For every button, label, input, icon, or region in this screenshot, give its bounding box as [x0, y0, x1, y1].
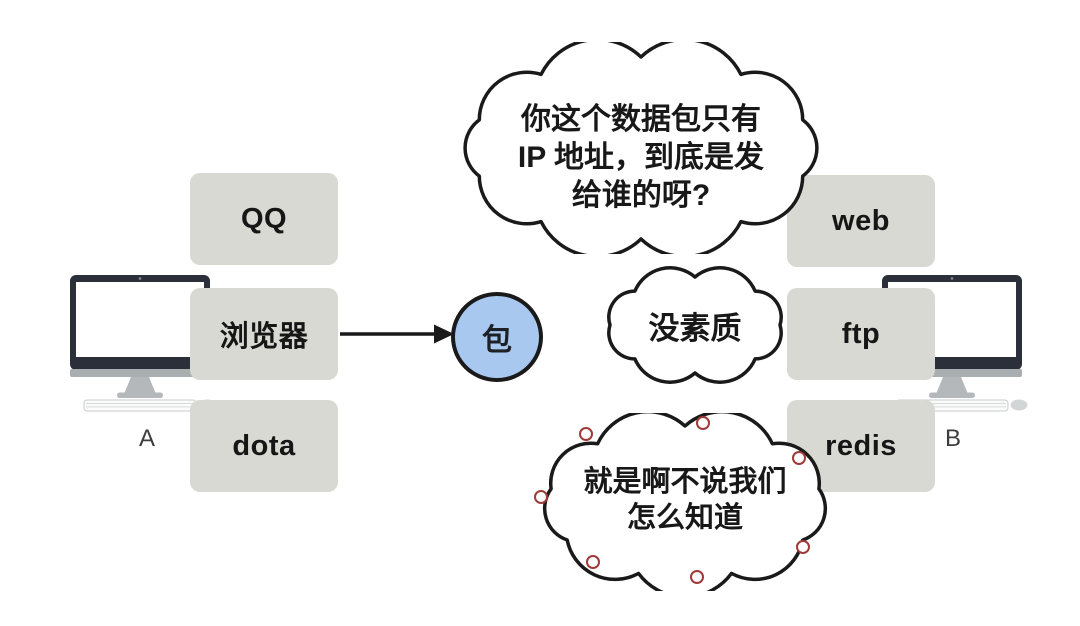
app-box-label: dota: [232, 429, 296, 462]
desktop-computer-icon: [70, 275, 216, 412]
arrowhead-icon: [434, 324, 454, 344]
selection-handle[interactable]: [690, 570, 704, 584]
packet-node[interactable]: 包: [451, 292, 543, 382]
packet-label: 包: [482, 324, 512, 357]
app-box-label: 浏览器: [219, 321, 309, 353]
app-box-label: QQ: [240, 202, 288, 235]
speech-bubble-bottom[interactable]: 就是啊不说我们 怎么知道: [533, 413, 837, 591]
app-box-label: redis: [825, 429, 897, 462]
speech-bubble-bottom-text: 就是啊不说我们 怎么知道: [583, 466, 787, 534]
app-box-ftp[interactable]: ftp: [787, 288, 935, 380]
selection-handle[interactable]: [696, 416, 710, 430]
app-box-qq[interactable]: QQ: [190, 173, 338, 265]
cloud-icon: [463, 42, 819, 254]
selection-handle[interactable]: [796, 540, 810, 554]
app-box-label: web: [832, 204, 890, 237]
app-box-label: ftp: [841, 317, 881, 350]
selection-handle[interactable]: [792, 451, 806, 465]
computer-a-label: A: [138, 425, 155, 452]
speech-bubble-middle-text: 没素质: [648, 310, 742, 346]
speech-bubble-top[interactable]: 你这个数据包只有 IP 地址，到底是发 给谁的呀?: [452, 42, 830, 254]
selection-handle[interactable]: [586, 555, 600, 569]
selection-handle[interactable]: [534, 490, 548, 504]
computer-b-label: B: [944, 425, 961, 452]
app-box-dota[interactable]: dota: [190, 400, 338, 492]
computer-a[interactable]: [60, 272, 220, 412]
app-box-web[interactable]: web: [787, 175, 935, 267]
speech-bubble-top-text: 你这个数据包只有 IP 地址，到底是发 给谁的呀?: [517, 103, 765, 212]
packet-arrow: [340, 324, 454, 344]
mouse-icon: [1010, 399, 1028, 411]
cloud-icon: [542, 413, 828, 591]
cloud-icon: [607, 266, 783, 384]
speech-bubble-middle[interactable]: 没素质: [595, 266, 795, 384]
selection-handle[interactable]: [579, 427, 593, 441]
app-box-browser[interactable]: 浏览器: [190, 288, 338, 380]
